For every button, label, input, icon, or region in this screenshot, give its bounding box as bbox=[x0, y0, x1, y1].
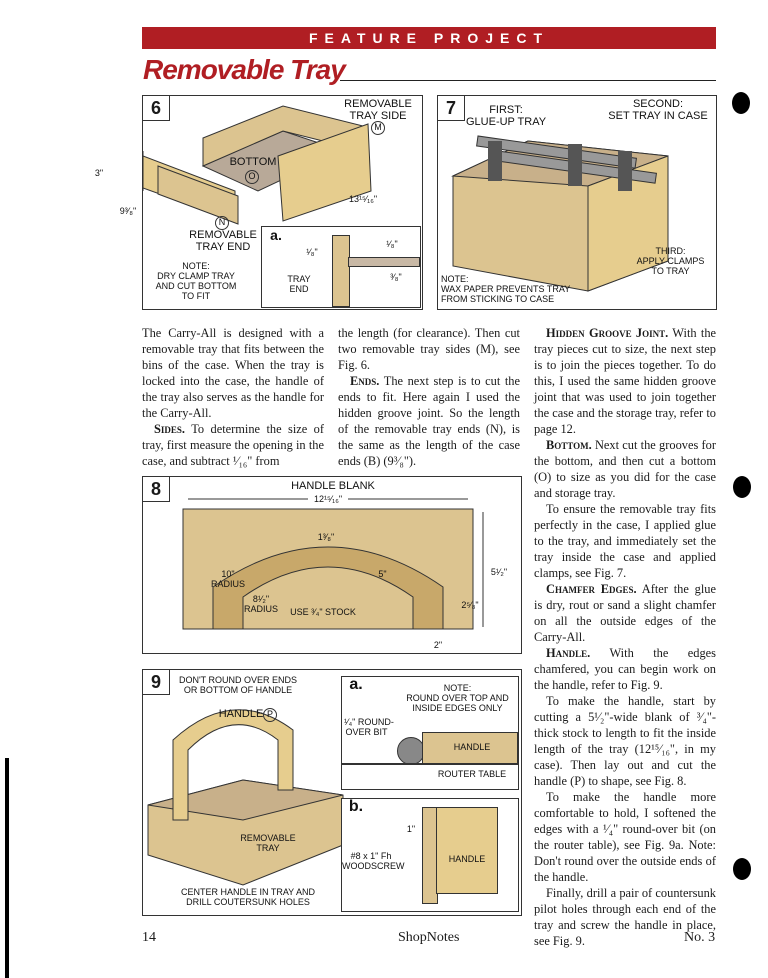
outer-radius-dim: 10" RADIUS bbox=[210, 569, 245, 589]
router-table-label: ROUTER TABLE bbox=[437, 769, 507, 779]
m-marker: M bbox=[371, 121, 385, 135]
top-thickness-dim: 1³⁄₈" bbox=[317, 532, 335, 542]
tray-end-profile bbox=[332, 235, 350, 307]
width-dim: 12¹⁵⁄₁₆" bbox=[308, 494, 348, 504]
handle-blank-diagram bbox=[182, 498, 484, 630]
figure-number: 6 bbox=[143, 96, 170, 121]
ends-text: The next step is to cut the ends to fit.… bbox=[338, 374, 521, 468]
router-bit bbox=[397, 737, 425, 765]
tray-diagram bbox=[143, 105, 372, 225]
center-height-dim: 5" bbox=[378, 569, 387, 579]
column-3: Hidden Groove Joint. With the tray piece… bbox=[534, 325, 716, 949]
dim-c: ³⁄₈" bbox=[390, 272, 402, 282]
col3-paragraph: Bottom. Next cut the grooves for the bot… bbox=[534, 438, 716, 500]
binder-hole bbox=[733, 476, 751, 498]
sides-text: To determine the size of tray, first mea… bbox=[142, 422, 324, 468]
inner-radius-dim: 8¹⁄₂" RADIUS bbox=[243, 594, 278, 614]
handle-blank-title: HANDLE BLANK bbox=[291, 480, 375, 492]
col3-paragraph: To make the handle more comfortable to h… bbox=[534, 790, 716, 884]
dim-a: ¹⁄₈" bbox=[386, 239, 398, 249]
figure-9: 9 DON'T ROUND OVER ENDS OR BOTTOM OF HAN… bbox=[142, 669, 522, 916]
end-height-dim: 2⁵⁄₈" bbox=[461, 600, 479, 610]
roundover-bit-label: ¹⁄₄" ROUND- OVER BIT bbox=[344, 717, 394, 737]
blank-height-dim: 5¹⁄₂" bbox=[490, 567, 508, 577]
binder-hole bbox=[732, 92, 750, 114]
handle-b-label: HANDLE bbox=[448, 854, 486, 864]
length-paragraph: the length (for clearance). Then cut two… bbox=[338, 326, 520, 372]
figure-6: 6 REMOVABLE TRAY SIDE M BOTTOM O 13¹⁵⁄₁₆… bbox=[95, 95, 423, 310]
dry-clamp-note: NOTE: DRY CLAMP TRAY AND CUT BOTTOM TO F… bbox=[155, 261, 237, 301]
center-handle-note: CENTER HANDLE IN TRAY AND DRILL COUTERSU… bbox=[180, 887, 316, 907]
title-rule bbox=[340, 80, 716, 81]
feature-project-banner: FEATURE PROJECT bbox=[142, 27, 716, 49]
dont-round-note: DON'T ROUND OVER ENDS OR BOTTOM OF HANDL… bbox=[178, 675, 298, 695]
width-dim: 9³⁄₈" bbox=[119, 206, 137, 216]
detail-b-inset: b. HANDLE #8 x 1" Fh WOODSCREW 1" bbox=[341, 798, 519, 912]
col3-paragraph: To ensure the removable tray fits perfec… bbox=[534, 502, 716, 580]
tray-end-inset-label: TRAY END bbox=[287, 274, 311, 294]
tray-end-label: REMOVABLE TRAY END bbox=[189, 229, 257, 253]
col3-paragraph: Hidden Groove Joint. With the tray piece… bbox=[534, 326, 717, 436]
column-2: the length (for clearance). Then cut two… bbox=[338, 325, 520, 469]
col3-paragraph: To make the handle, start by cutting a 5… bbox=[534, 694, 716, 788]
sides-heading: Sides. bbox=[154, 422, 185, 436]
detail-a-label: a. bbox=[349, 676, 363, 693]
col3-paragraph: Chamfer Edges. After the glue is dry, ro… bbox=[534, 582, 716, 644]
handle-profile bbox=[436, 807, 498, 894]
handle-stock bbox=[422, 732, 518, 764]
detail-a-label: a. bbox=[270, 227, 282, 243]
handle-inset-label: HANDLE bbox=[453, 742, 491, 752]
removable-tray-label: REMOVABLE TRAY bbox=[240, 833, 296, 853]
length-dim: 13¹⁵⁄₁₆" bbox=[348, 194, 378, 204]
page-number: 14 bbox=[142, 930, 156, 945]
magazine-name: ShopNotes bbox=[398, 930, 460, 945]
detail-b-label: b. bbox=[348, 798, 364, 815]
clamp-diagram bbox=[451, 135, 669, 292]
figure-8: 8 HANDLE BLANK 12¹⁵⁄₁₆" 1³⁄₈" 10" RADIUS… bbox=[142, 476, 522, 654]
article-title: Removable Tray bbox=[143, 54, 346, 85]
screw-label: #8 x 1" Fh WOODSCREW bbox=[342, 851, 405, 871]
ends-paragraph: Ends. The next step is to cut the ends t… bbox=[338, 373, 520, 469]
stock-note: USE ³⁄₄" STOCK bbox=[290, 607, 356, 617]
issue-number: No. 3 bbox=[684, 930, 716, 945]
o-marker: O bbox=[245, 170, 259, 184]
detail-a-inset: a. NOTE: ROUND OVER TOP AND INSIDE EDGES… bbox=[341, 676, 519, 790]
ends-heading: Ends. bbox=[350, 374, 380, 388]
intro-paragraph: The Carry-All is designed with a removab… bbox=[142, 326, 324, 420]
figure-number: 8 bbox=[143, 477, 170, 502]
handle-assembly-diagram bbox=[147, 709, 344, 886]
wax-paper-note: NOTE: WAX PAPER PREVENTS TRAY FROM STICK… bbox=[441, 274, 571, 304]
left-margin-mark bbox=[5, 758, 9, 978]
router-table bbox=[342, 763, 518, 765]
col3-paragraph: Finally, drill a pair of countersunk pil… bbox=[534, 886, 716, 948]
figure-number: 9 bbox=[143, 670, 170, 695]
dim-b: ¹⁄₈" bbox=[306, 247, 318, 257]
p-marker: P bbox=[263, 708, 277, 722]
figure-number: 7 bbox=[438, 96, 465, 121]
first-step-label: FIRST: GLUE-UP TRAY bbox=[466, 104, 547, 128]
end-width-dim: 2" bbox=[433, 640, 443, 650]
height-dim: 3" bbox=[94, 168, 104, 178]
second-step-label: SECOND: SET TRAY IN CASE bbox=[608, 98, 708, 122]
tray-side-label: REMOVABLE TRAY SIDE bbox=[344, 98, 412, 122]
n-marker: N bbox=[215, 216, 229, 230]
sides-paragraph: Sides. To determine the size of tray, fi… bbox=[142, 421, 324, 469]
column-1: The Carry-All is designed with a removab… bbox=[142, 325, 324, 469]
screw-spacing-dim: 1" bbox=[406, 824, 416, 834]
detail-a-inset: a. ¹⁄₈" ¹⁄₈" ³⁄₈" TRAY END bbox=[261, 226, 421, 308]
roundover-note: NOTE: ROUND OVER TOP AND INSIDE EDGES ON… bbox=[406, 683, 509, 713]
bottom-label: BOTTOM bbox=[229, 156, 277, 168]
figure-7: 7 FIRST: GLUE-UP TRAY SECOND: SET TRAY I… bbox=[437, 95, 717, 310]
bottom-profile bbox=[348, 257, 420, 267]
col3-paragraph: Handle. With the edges chamfered, you ca… bbox=[534, 646, 717, 692]
handle-label: HANDLE bbox=[218, 708, 264, 720]
binder-hole bbox=[733, 858, 751, 880]
third-step-label: THIRD: APPLY CLAMPS TO TRAY bbox=[636, 246, 705, 276]
